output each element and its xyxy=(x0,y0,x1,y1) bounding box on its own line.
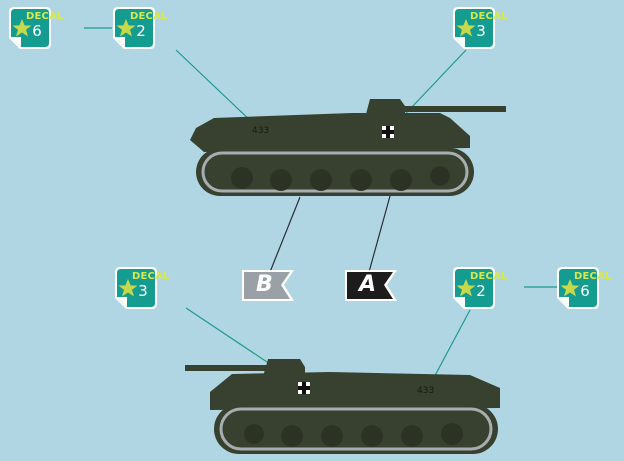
star-icon xyxy=(116,19,136,37)
flag-b: B xyxy=(240,268,300,304)
decal-callout-2-bottom: DECAL 2 xyxy=(452,266,507,310)
tank-top-track-outline xyxy=(201,151,469,193)
tank-bottom-number: 433 xyxy=(417,386,434,396)
leader-line-decal-2-top xyxy=(175,49,256,126)
decal-callout-3-top: DECAL 3 xyxy=(452,6,507,50)
tank-top-hull xyxy=(190,113,470,152)
star-icon xyxy=(560,279,580,297)
star-icon xyxy=(12,19,32,37)
star-icon xyxy=(456,279,476,297)
decal-label: DECAL xyxy=(132,271,170,282)
leader-lines xyxy=(84,27,558,387)
tank-bottom-wheels xyxy=(244,423,463,447)
decal-callout-3-bottom: DECAL 3 xyxy=(114,266,169,310)
decal-label: DECAL xyxy=(574,271,612,282)
decal-label: DECAL xyxy=(26,11,64,22)
decal-tag-shape xyxy=(453,267,495,309)
leader-line-decal-2-bottom xyxy=(430,309,471,384)
flag-leader-lines xyxy=(269,195,391,273)
tank-bottom-gun xyxy=(185,365,291,371)
decal-tag-shape xyxy=(557,267,599,309)
flag-a: A xyxy=(343,268,403,304)
decal-number: 6 xyxy=(32,22,42,40)
decal-number: 3 xyxy=(476,22,486,40)
tank-bottom-track-outline xyxy=(219,407,493,451)
decal-number: 3 xyxy=(138,282,148,300)
cross-insignia-bottom xyxy=(298,382,310,394)
cross-insignia-top xyxy=(382,126,394,138)
decal-callout-6-bottom: DECAL 6 xyxy=(556,266,611,310)
tank-bottom-hull xyxy=(210,372,500,410)
decal-number: 2 xyxy=(476,282,486,300)
star-icon xyxy=(118,279,138,297)
decal-label: DECAL xyxy=(470,271,508,282)
tank-top-number: 433 xyxy=(252,126,269,136)
flag-shape xyxy=(345,270,397,301)
decal-number: 6 xyxy=(580,282,590,300)
decal-number: 2 xyxy=(136,22,146,40)
decal-callout-2-top: DECAL 2 xyxy=(112,6,167,50)
decal-callout-6-top: DECAL 6 xyxy=(8,6,63,50)
tank-bottom: 433 xyxy=(185,359,500,454)
flag-letter-b: B xyxy=(256,272,273,297)
leader-line-flag-b xyxy=(269,196,301,273)
decal-tag-shape xyxy=(115,267,157,309)
tank-top: 433 xyxy=(190,99,506,196)
star-icon xyxy=(456,19,476,37)
leader-line-flag-a xyxy=(368,195,391,273)
flag-shape xyxy=(242,270,294,301)
decal-tag-shape xyxy=(9,7,51,49)
tank-top-wheels xyxy=(231,166,450,191)
tank-top-gun xyxy=(400,106,506,112)
flag-letter-a: A xyxy=(359,272,377,297)
decal-tag-shape xyxy=(453,7,495,49)
decal-tag-shape xyxy=(113,7,155,49)
decal-label: DECAL xyxy=(130,11,168,22)
decal-label: DECAL xyxy=(470,11,508,22)
